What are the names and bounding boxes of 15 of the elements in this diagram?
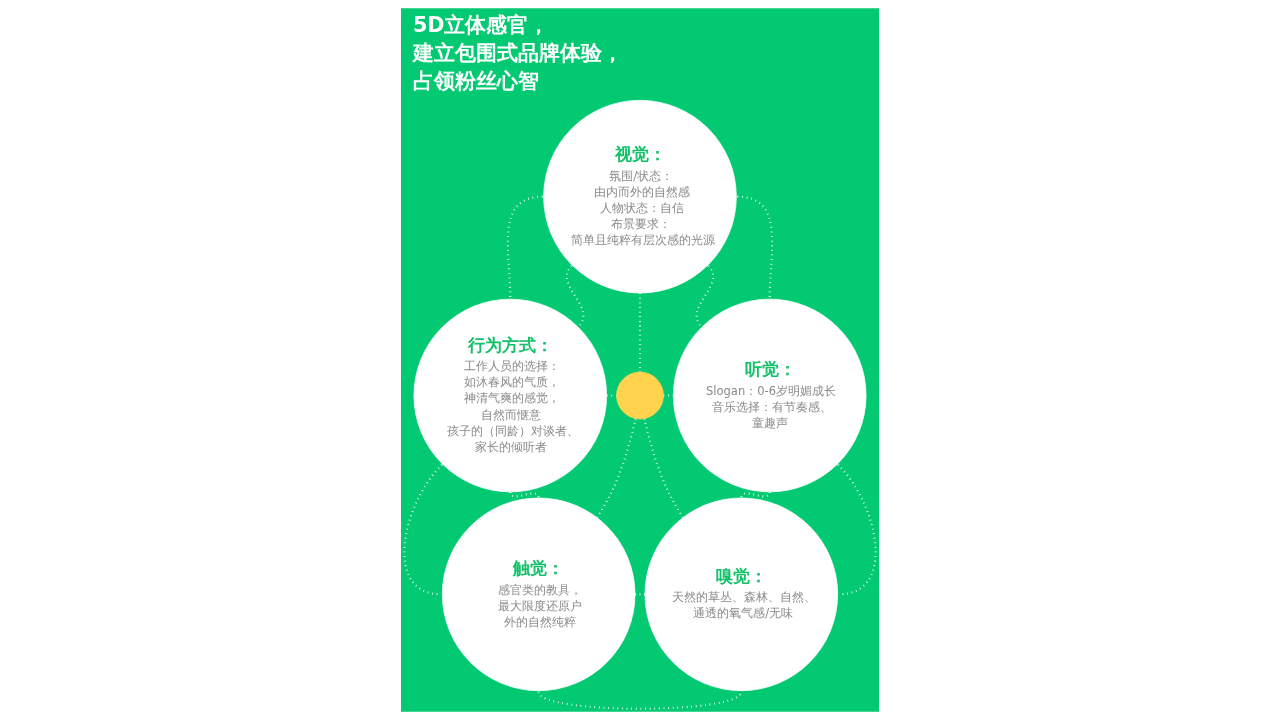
diagram-title: 5D立体感官，建立包围式品牌体验，占领粉丝心智 (412, 13, 623, 93)
node-circle: 触觉： 感官类的教具，最大限度还原户外的自然纯粹 (441, 497, 636, 692)
node-circle: 听觉： Slogan：0-6岁明媚成长 音乐选择：有节奏感、童趣声 (673, 298, 867, 493)
node-circle: 嗅觉： 天然的草丛、森林、自然、通透的氧气感/无味 (644, 497, 839, 692)
connector (837, 463, 877, 596)
connector (537, 691, 743, 710)
connector (737, 195, 774, 300)
connector (740, 491, 771, 499)
node-circle: 视觉： 氛围/状态：由内而外的自然感 人物状态：自信 布景要求：简单且纯粹有层次感的光源 (543, 99, 737, 294)
connector (509, 491, 540, 499)
connector (403, 463, 443, 596)
connector (695, 265, 715, 328)
connector (565, 265, 585, 328)
node-circle: 行为方式： 工作人员的选择：如沐春风的气质，神清气爽的感觉，自然而惬意 孩子的（同龄）对谈者、家长的倾听者 (413, 298, 607, 493)
node-circle (616, 371, 664, 420)
